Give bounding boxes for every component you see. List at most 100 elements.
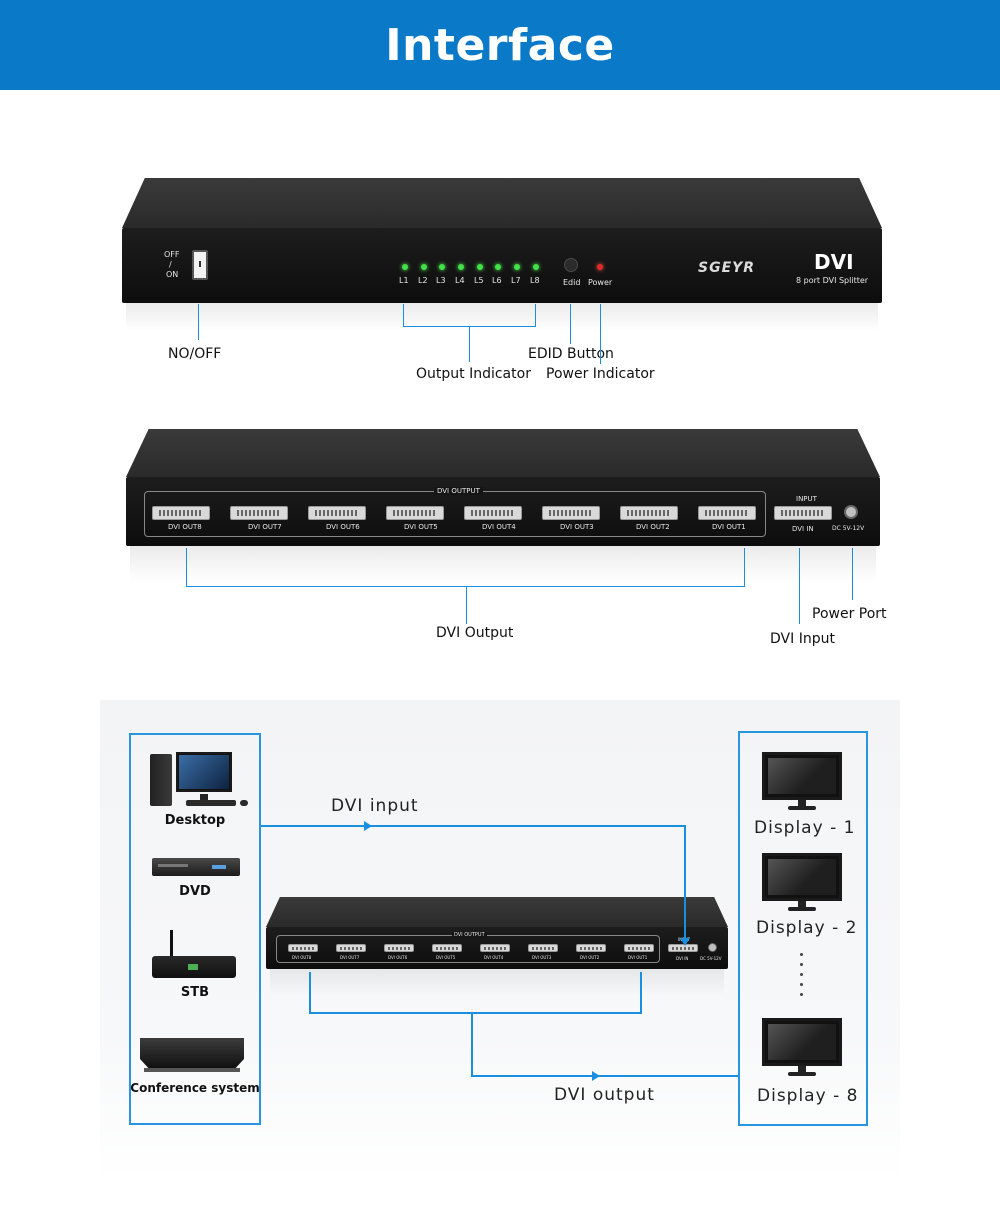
edid-label: Edid — [563, 278, 581, 287]
small-out7-label: DVI OUT7 — [340, 955, 360, 960]
dvi-out8-port[interactable] — [152, 506, 210, 520]
small-out8-label: DVI OUT8 — [292, 955, 312, 960]
page-title: Interface — [385, 19, 615, 71]
rear-reflection — [130, 546, 876, 582]
source-dvd: DVD — [179, 884, 211, 899]
display-2-icon — [762, 853, 842, 913]
led-l8 — [533, 264, 539, 270]
dvi-out3-label: DVI OUT3 — [560, 523, 594, 531]
header-banner: Interface — [0, 0, 1000, 90]
switch-off-label: OFF — [164, 250, 180, 259]
output-flow-arrow — [592, 1071, 600, 1081]
callout-dvi-input: DVI Input — [770, 631, 835, 647]
input-flow-label: DVI input — [331, 796, 419, 816]
small-out1-label: DVI OUT1 — [628, 955, 648, 960]
rear-panel-device: DVI OUTPUT DVI OUT8 DVI OUT7 DVI OUT6 DV… — [126, 429, 880, 546]
display-2-label: Display - 2 — [756, 918, 858, 938]
callout-edid-button: EDID Button — [528, 346, 614, 362]
dvd-icon — [152, 858, 240, 882]
front-panel-device: OFF / ON L1 L2 L3 L4 L5 L6 L7 L8 Edid Po… — [122, 178, 882, 303]
led-label-l4: L4 — [455, 276, 465, 285]
input-flow-arrow — [364, 821, 372, 831]
dvi-out7-label: DVI OUT7 — [248, 523, 282, 531]
switch-on-label: ON — [166, 270, 179, 279]
led-label-l7: L7 — [511, 276, 521, 285]
small-power-label: DC 5V-12V — [700, 956, 722, 961]
model-subtitle: 8 port DVI Splitter — [796, 276, 869, 285]
input-flow-line — [261, 825, 685, 827]
small-out3-label: DVI OUT3 — [532, 955, 552, 960]
power-led — [597, 264, 603, 270]
dvi-out6-port[interactable] — [308, 506, 366, 520]
power-label: Power — [588, 278, 613, 287]
conference-system-icon — [140, 1038, 244, 1076]
source-devices-box — [129, 733, 261, 1125]
switch-slash-label: / — [169, 260, 172, 269]
led-label-l8: L8 — [530, 276, 540, 285]
led-l7 — [514, 264, 520, 270]
led-label-l3: L3 — [436, 276, 446, 285]
small-out4-label: DVI OUT4 — [484, 955, 504, 960]
callout-power-indicator: Power Indicator — [546, 366, 655, 382]
ellipsis-dot — [800, 963, 803, 966]
dvi-out2-port[interactable] — [620, 506, 678, 520]
dvi-out6-label: DVI OUT6 — [326, 523, 360, 531]
small-out6-label: DVI OUT6 — [388, 955, 408, 960]
source-conference-system: Conference system — [130, 1081, 260, 1095]
dvi-out7-port[interactable] — [230, 506, 288, 520]
dvi-output-group-label-small: DVI OUTPUT — [452, 932, 487, 938]
small-out5-label: DVI OUT5 — [436, 955, 456, 960]
source-desktop: Desktop — [164, 813, 226, 828]
displays-box — [738, 731, 868, 1126]
led-label-l5: L5 — [474, 276, 484, 285]
display-8-label: Display - 8 — [757, 1086, 859, 1106]
display-1-icon — [762, 752, 842, 812]
display-1-label: Display - 1 — [754, 818, 856, 838]
ellipsis-dot — [800, 973, 803, 976]
led-l2 — [421, 264, 427, 270]
led-label-l6: L6 — [492, 276, 502, 285]
dvi-out1-label: DVI OUT1 — [712, 523, 746, 531]
dvi-out4-port[interactable] — [464, 506, 522, 520]
display-8-icon — [762, 1018, 842, 1078]
dvi-out3-port[interactable] — [542, 506, 600, 520]
dvi-out4-label: DVI OUT4 — [482, 523, 516, 531]
model-title: DVI — [814, 250, 854, 274]
edid-button[interactable] — [564, 258, 578, 272]
led-l4 — [458, 264, 464, 270]
ellipsis-dot — [800, 993, 803, 996]
small-out2-label: DVI OUT2 — [580, 955, 600, 960]
ellipsis-dot — [800, 983, 803, 986]
dvi-out5-port[interactable] — [386, 506, 444, 520]
output-flow-line — [309, 972, 311, 1012]
splitter-device-small: DVI OUTPUT DVI OUT8 DVI OUT7 DVI OUT6 DV… — [266, 897, 728, 969]
power-switch[interactable] — [192, 250, 208, 280]
output-flow-label: DVI output — [554, 1085, 655, 1105]
dvi-out8-label: DVI OUT8 — [168, 523, 202, 531]
dvi-out2-label: DVI OUT2 — [636, 523, 670, 531]
stb-icon — [152, 930, 236, 982]
dvi-output-group-label: DVI OUTPUT — [434, 487, 483, 495]
led-l1 — [402, 264, 408, 270]
led-l3 — [439, 264, 445, 270]
power-jack-label: DC 5V-12V — [832, 525, 865, 532]
led-l5 — [477, 264, 483, 270]
callout-output-indicator: Output Indicator — [416, 366, 531, 382]
power-jack[interactable] — [844, 505, 858, 519]
input-group-label: INPUT — [796, 495, 817, 503]
dvi-out1-port[interactable] — [698, 506, 756, 520]
small-dvi-in-label: DVI IN — [676, 956, 689, 961]
dvi-in-port[interactable] — [774, 506, 832, 520]
callout-dvi-output: DVI Output — [436, 625, 514, 641]
brand-logo: SGEYR — [698, 260, 756, 276]
dvi-out5-label: DVI OUT5 — [404, 523, 438, 531]
source-stb: STB — [180, 985, 210, 1000]
led-label-l2: L2 — [418, 276, 428, 285]
desktop-icon — [150, 752, 250, 810]
led-l6 — [495, 264, 501, 270]
callout-power-port: Power Port — [812, 606, 887, 622]
callout-no-off: NO/OFF — [168, 346, 222, 362]
dvi-in-label: DVI IN — [792, 525, 814, 533]
ellipsis-dot — [800, 953, 803, 956]
led-label-l1: L1 — [399, 276, 409, 285]
